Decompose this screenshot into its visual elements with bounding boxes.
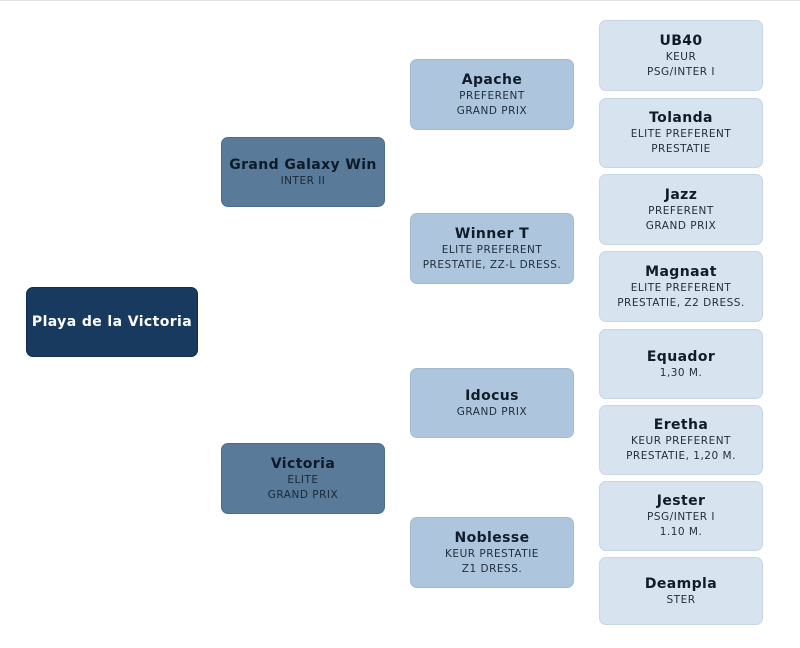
horse-name: Winner T [454,225,530,242]
horse-card-dam-sire: Idocus GRAND PRIX [410,368,574,438]
horse-title: GRAND PRIX [645,219,717,232]
horse-card-sire-dam: Winner T ELITE PREFERENT PRESTATIE, ZZ-L… [410,213,574,284]
horse-name: Magnaat [645,263,717,280]
horse-title: ELITE [287,473,319,486]
horse-title: KEUR PREFERENT [631,435,731,447]
horse-title: PRESTATIE, Z2 DRESS. [617,296,745,309]
horse-name: Deampla [644,575,718,592]
horse-title: STER [666,593,696,606]
horse-name: Playa de la Victoria [31,314,193,330]
horse-title: PREFERENT [459,89,525,102]
horse-title: GRAND PRIX [456,104,528,117]
horse-title: PRESTATIE, ZZ-L DRESS. [422,258,562,271]
horse-card-sd-sire: Jazz PREFERENT GRAND PRIX [599,174,763,245]
horse-title: 1,30 M. [659,366,703,379]
horse-name: Grand Galaxy Win [229,156,377,173]
horse-title: ELITE PREFERENT [630,128,732,140]
horse-title: INTER II [280,174,326,187]
horse-name: UB40 [659,32,703,49]
horse-name: Victoria [270,455,336,472]
horse-title: KEUR PRESTATIE [445,547,539,560]
horse-card-ds-sire: Equador 1,30 M. [599,329,763,399]
horse-name: Jester [656,493,706,509]
horse-name: Jazz [664,186,698,203]
horse-card-subject: Playa de la Victoria [26,287,198,357]
horse-title: GRAND PRIX [267,488,339,501]
horse-title: PRESTATIE [651,143,711,155]
horse-card-sire: Grand Galaxy Win INTER II [221,137,385,207]
top-divider [0,0,800,1]
horse-card-ds-dam: Eretha KEUR PREFERENT PRESTATIE, 1,20 M. [599,405,763,475]
horse-name: Apache [461,71,523,88]
horse-card-sd-dam: Magnaat ELITE PREFERENT PRESTATIE, Z2 DR… [599,251,763,322]
horse-name: Noblesse [454,529,530,546]
horse-name: Equador [646,348,716,365]
horse-title: PREFERENT [648,204,714,217]
horse-title: PRESTATIE, 1,20 M. [626,450,736,462]
horse-title: GRAND PRIX [456,405,528,418]
horse-title: Z1 DRESS. [461,562,523,575]
horse-title: KEUR [665,50,697,63]
horse-title: PSG/INTER I [647,511,715,523]
horse-card-ss-sire: UB40 KEUR PSG/INTER I [599,20,763,91]
horse-title: ELITE PREFERENT [630,281,732,294]
horse-name: Eretha [653,417,709,433]
horse-name: Idocus [465,387,519,404]
horse-card-dd-dam: Deampla STER [599,557,763,625]
horse-title: PSG/INTER I [647,65,715,78]
horse-title: ELITE PREFERENT [441,243,543,256]
horse-title: 1.10 M. [659,526,703,538]
horse-card-dam-dam: Noblesse KEUR PRESTATIE Z1 DRESS. [410,517,574,588]
horse-card-dd-sire: Jester PSG/INTER I 1.10 M. [599,481,763,551]
horse-card-dam: Victoria ELITE GRAND PRIX [221,443,385,514]
horse-name: Tolanda [649,110,713,126]
horse-card-ss-dam: Tolanda ELITE PREFERENT PRESTATIE [599,98,763,168]
horse-card-sire-sire: Apache PREFERENT GRAND PRIX [410,59,574,130]
